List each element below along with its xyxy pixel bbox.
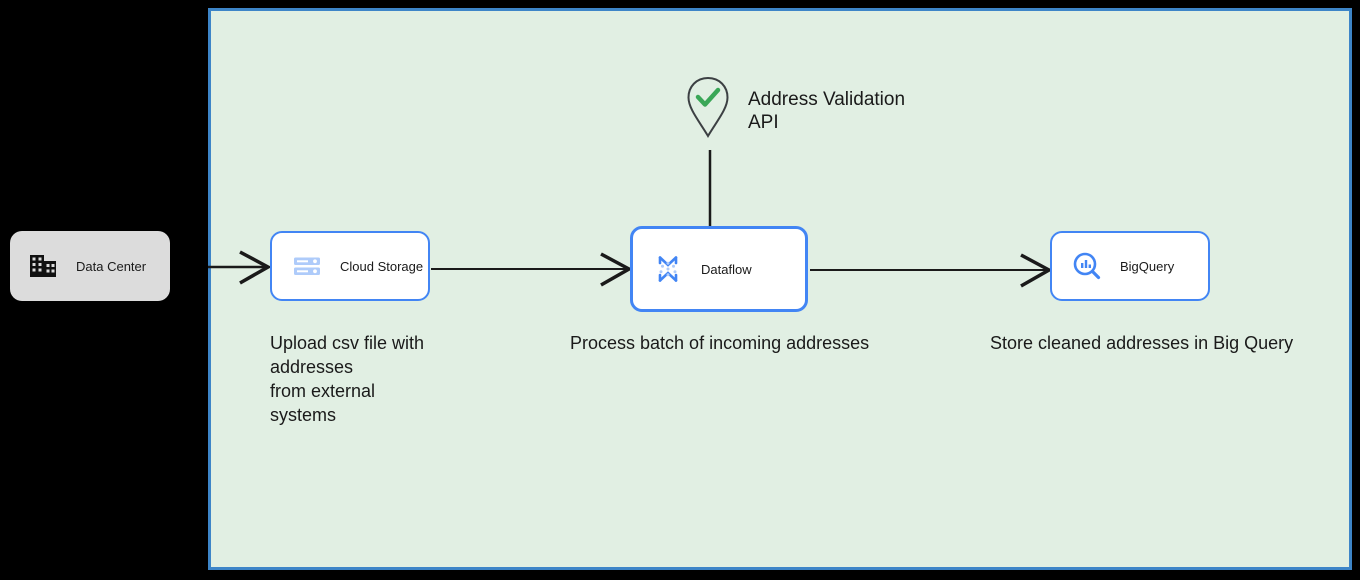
- cloud-storage-icon: [294, 257, 320, 275]
- node-cloud-storage-label: Cloud Storage: [340, 258, 424, 274]
- caption-storage-line-3: from external: [270, 381, 376, 401]
- node-data-center[interactable]: Data Center: [10, 231, 170, 301]
- caption-cloud-storage: Upload csv file with addresses from exte…: [270, 331, 520, 427]
- api-label-line-1: Address Validation: [748, 89, 906, 110]
- caption-dataflow: Process batch of incoming addresses: [570, 333, 870, 353]
- address-validation-api-marker: [686, 76, 730, 138]
- caption-bigquery: Store cleaned addresses in Big Query: [990, 333, 1294, 353]
- caption-storage-line-1: Upload csv file with: [270, 333, 425, 353]
- address-validation-api-label: Address Validation API: [748, 88, 958, 134]
- data-center-building-icon: [30, 255, 56, 277]
- node-data-center-label: Data Center: [76, 258, 147, 274]
- bigquery-icon: [1073, 252, 1101, 280]
- caption-storage-line-2: addresses: [270, 357, 354, 377]
- node-bigquery[interactable]: BigQuery: [1050, 231, 1210, 301]
- node-cloud-storage[interactable]: Cloud Storage: [270, 231, 430, 301]
- node-bigquery-label: BigQuery: [1120, 258, 1175, 274]
- node-dataflow-label: Dataflow: [701, 261, 752, 277]
- node-dataflow[interactable]: Dataflow: [630, 226, 808, 312]
- dataflow-icon: [658, 256, 678, 282]
- map-pin-check-icon: [687, 76, 729, 138]
- api-label-line-2: API: [748, 112, 779, 133]
- caption-storage-line-4: systems: [270, 405, 337, 425]
